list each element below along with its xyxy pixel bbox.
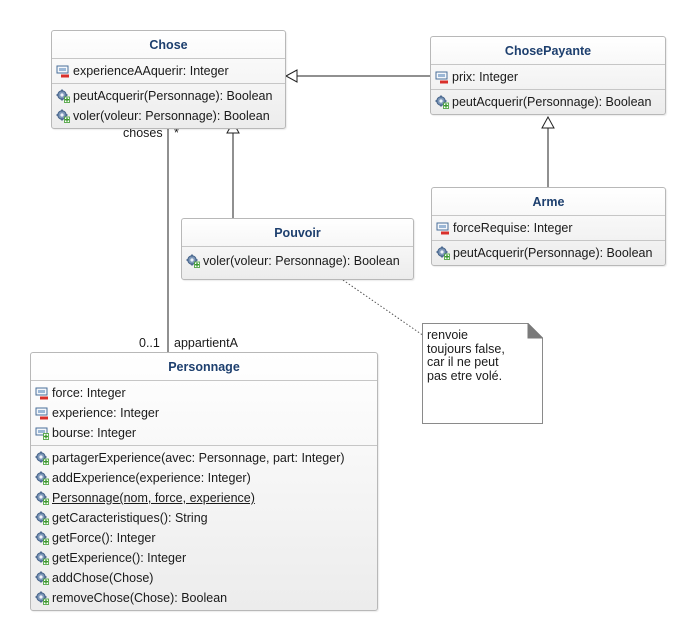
public-operation-icon [35, 551, 49, 565]
operations-compartment: voler(voleur: Personnage): Boolean [182, 247, 413, 279]
constructor-operation[interactable]: Personnage(nom, force, experience) [31, 488, 377, 508]
operation[interactable]: peutAcquerir(Personnage): Boolean [431, 92, 665, 112]
attribute[interactable]: force: Integer [31, 383, 377, 403]
public-operation-icon [35, 591, 49, 605]
operation[interactable]: voler(voleur: Personnage): Boolean [182, 251, 413, 271]
class-name: Arme [432, 188, 665, 216]
attribute[interactable]: bourse: Integer [31, 423, 377, 443]
operation-label: peutAcquerir(Personnage): Boolean [73, 89, 273, 103]
operation-label: Personnage(nom, force, experience) [52, 491, 255, 505]
operations-compartment: peutAcquerir(Personnage): Boolean [432, 240, 665, 265]
operation-label: getForce(): Integer [52, 531, 156, 545]
operation-label: removeChose(Chose): Boolean [52, 591, 228, 605]
operation-label: voler(voleur: Personnage): Boolean [73, 109, 270, 123]
generalization-arrowhead [284, 69, 298, 83]
generalization-arrowhead [541, 115, 555, 129]
class-name: Chose [52, 31, 285, 59]
operations-compartment: partagerExperience(avec: Personnage, par… [31, 445, 377, 610]
operation[interactable]: addExperience(experience: Integer) [31, 468, 377, 488]
operation-label: addChose(Chose) [52, 571, 154, 585]
operation-label: voler(voleur: Personnage): Boolean [203, 254, 400, 268]
operation-label: peutAcquerir(Personnage): Boolean [452, 95, 652, 109]
public-operation-icon [35, 571, 49, 585]
operation-label: getCaracteristiques(): String [52, 511, 208, 525]
operation[interactable]: getExperience(): Integer [31, 548, 377, 568]
public-operation-icon [435, 95, 449, 109]
operation-label: addExperience(experience: Integer) [52, 471, 251, 485]
attributes-compartment: experienceAAquerir: Integer [52, 59, 285, 83]
operation[interactable]: removeChose(Chose): Boolean [31, 588, 377, 608]
private-attribute-icon [436, 221, 450, 235]
public-operation-icon [35, 531, 49, 545]
class-name: Personnage [31, 353, 377, 381]
attribute[interactable]: experienceAAquerir: Integer [52, 61, 285, 81]
operation[interactable]: voler(voleur: Personnage): Boolean [52, 106, 285, 126]
protected-attribute-icon [35, 426, 49, 440]
public-operation-icon [35, 491, 49, 505]
attributes-compartment: force: Integer experience: Integer bours… [31, 381, 377, 445]
note[interactable]: renvoie toujours false, car il ne peut p… [422, 323, 543, 424]
attribute-label: bourse: Integer [52, 426, 137, 440]
operation-label: peutAcquerir(Personnage): Boolean [453, 246, 653, 260]
attribute-label: experienceAAquerir: Integer [73, 64, 229, 78]
attribute[interactable]: forceRequise: Integer [432, 218, 665, 238]
operation[interactable]: peutAcquerir(Personnage): Boolean [432, 243, 665, 263]
association-role-appartienta: appartientA [174, 336, 238, 350]
public-operation-icon [35, 451, 49, 465]
operation[interactable]: getForce(): Integer [31, 528, 377, 548]
class-chose[interactable]: Chose experienceAAquerir: Integer peutAc… [51, 30, 286, 129]
operation-label: partagerExperience(avec: Personnage, par… [52, 451, 345, 465]
attribute-label: forceRequise: Integer [453, 221, 573, 235]
attribute-label: experience: Integer [52, 406, 160, 420]
attribute[interactable]: experience: Integer [31, 403, 377, 423]
private-attribute-icon [56, 64, 70, 78]
class-personnage[interactable]: Personnage force: Integer experience: In… [30, 352, 378, 611]
public-operation-icon [35, 471, 49, 485]
attribute-label: force: Integer [52, 386, 126, 400]
note-anchor-line[interactable] [342, 279, 425, 337]
note-text: renvoie toujours false, car il ne peut p… [427, 328, 505, 383]
association-multiplicity-choses: * [174, 126, 179, 140]
operations-compartment: peutAcquerir(Personnage): Boolean [431, 89, 665, 114]
operation[interactable]: partagerExperience(avec: Personnage, par… [31, 448, 377, 468]
operation[interactable]: peutAcquerir(Personnage): Boolean [52, 86, 285, 106]
class-arme[interactable]: Arme forceRequise: Integer peutAcquerir(… [431, 187, 666, 266]
attribute[interactable]: prix: Integer [431, 67, 665, 87]
attributes-compartment: forceRequise: Integer [432, 216, 665, 240]
public-operation-icon [35, 511, 49, 525]
attributes-compartment: prix: Integer [431, 65, 665, 89]
class-chosepayante[interactable]: ChosePayante prix: Integer peutAcquerir(… [430, 36, 666, 115]
operation[interactable]: getCaracteristiques(): String [31, 508, 377, 528]
operation-label: getExperience(): Integer [52, 551, 187, 565]
association-role-choses: choses [123, 126, 163, 140]
class-name: Pouvoir [182, 219, 413, 247]
attribute-label: prix: Integer [452, 70, 519, 84]
public-operation-icon [186, 254, 200, 268]
private-attribute-icon [435, 70, 449, 84]
class-pouvoir[interactable]: Pouvoir voler(voleur: Personnage): Boole… [181, 218, 414, 280]
public-operation-icon [56, 89, 70, 103]
public-operation-icon [56, 109, 70, 123]
private-attribute-icon [35, 386, 49, 400]
private-attribute-icon [35, 406, 49, 420]
public-operation-icon [436, 246, 450, 260]
operation[interactable]: addChose(Chose) [31, 568, 377, 588]
class-name: ChosePayante [431, 37, 665, 65]
operations-compartment: peutAcquerir(Personnage): Boolean voler(… [52, 83, 285, 128]
association-multiplicity-personnage: 0..1 [139, 336, 160, 350]
note-shape [422, 323, 543, 424]
